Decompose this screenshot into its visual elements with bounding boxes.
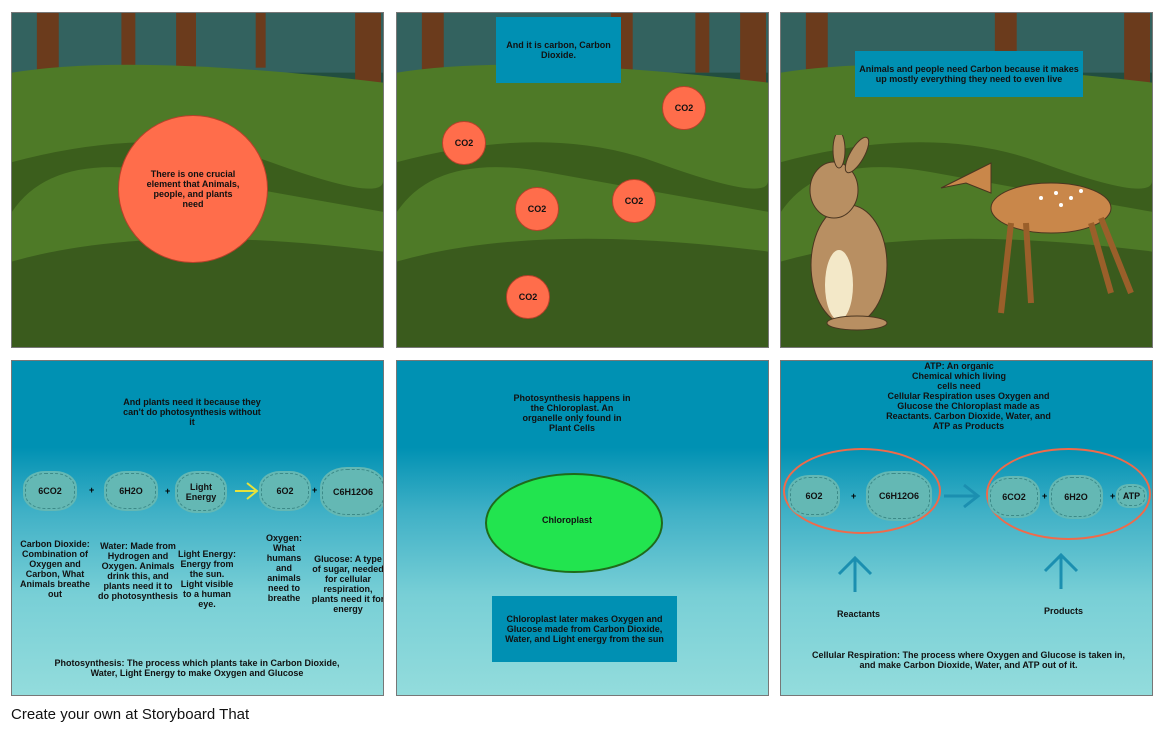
co2-molecule: CO2: [506, 275, 550, 319]
cellular-respiration-definition: Cellular Respiration: The process where …: [811, 650, 1126, 670]
molecule-label: 6O2: [276, 486, 294, 496]
co2-label: CO2: [624, 196, 644, 206]
co2-molecule: CO2: [612, 179, 656, 223]
note-text: Chloroplast later makes Oxygen and Gluco…: [505, 614, 664, 644]
plus-sign: +: [89, 485, 95, 495]
forest-background: [12, 13, 383, 347]
deer-illustration: [940, 162, 1134, 314]
co2-molecule: CO2: [662, 86, 706, 130]
molecule-glucose: C6H12O6: [868, 473, 930, 519]
panel-3: Animals and people need Carbon because i…: [780, 12, 1153, 348]
panel-6: Cellular Respiration uses Oxygen and Glu…: [780, 360, 1153, 696]
plus-sign: +: [1110, 491, 1116, 501]
molecule-label: C6H12O6: [878, 491, 920, 501]
caption-text: And plants need it because they can't do…: [123, 397, 261, 427]
intro-text: There is one crucial element that Animal…: [146, 169, 240, 209]
molecule-label: 6CO2: [1002, 492, 1026, 502]
molecule-light-energy: Light Energy: [177, 473, 225, 511]
caption-text: Animals and people need Carbon because i…: [859, 64, 1079, 84]
atp-note: ATP: An organic Chemical which living ce…: [911, 361, 1007, 391]
chloroplast-shape: Chloroplast: [485, 473, 663, 573]
note-box: Chloroplast later makes Oxygen and Gluco…: [492, 596, 677, 662]
molecule-label: ATP: [1122, 491, 1141, 501]
plus-sign: +: [1042, 491, 1048, 501]
storyboard-that-link[interactable]: Create your own at Storyboard That: [11, 706, 250, 723]
molecule-co2: 6CO2: [990, 478, 1038, 516]
plus-sign: +: [165, 486, 171, 496]
reactants-ring: [783, 448, 941, 534]
molecule-co2: 6CO2: [25, 473, 75, 509]
co2-molecule: CO2: [515, 187, 559, 231]
water-description: Water: Made from Hydrogen and Oxygen. An…: [98, 541, 179, 601]
caption-text: Photosynthesis happens in the Chloroplas…: [513, 393, 631, 433]
caption-text: And it is carbon, Carbon Dioxide.: [506, 40, 611, 60]
molecule-glucose: C6H12O6: [322, 469, 383, 515]
molecule-o2: 6O2: [261, 473, 309, 509]
panel-1: There is one crucial element that Animal…: [11, 12, 384, 348]
oxygen-description: Oxygen: What humans and animals need to …: [265, 533, 302, 603]
arrow-up-icon: [837, 555, 873, 592]
products-label: Products: [1043, 606, 1083, 616]
plus-sign: +: [851, 491, 857, 501]
molecule-label: 6H2O: [1064, 492, 1088, 502]
molecule-label: 6O2: [805, 491, 823, 501]
caption-box: And it is carbon, Carbon Dioxide.: [496, 17, 621, 83]
reactants-label: Reactants: [836, 609, 881, 619]
light-energy-description: Light Energy: Energy from the sun. Light…: [178, 549, 236, 609]
molecule-o2: 6O2: [790, 477, 838, 515]
co2-label: CO2: [518, 292, 538, 302]
crucial-element-circle: There is one crucial element that Animal…: [118, 115, 268, 263]
molecule-label: Light Energy: [185, 482, 217, 502]
chloroplast-label: Chloroplast: [541, 515, 592, 525]
arrow-up-icon: [1043, 552, 1079, 589]
panel-4: And plants need it because they can't do…: [11, 360, 384, 696]
photosynthesis-definition: Photosynthesis: The process which plants…: [54, 658, 340, 678]
panel-2: And it is carbon, Carbon Dioxide. CO2 CO…: [396, 12, 769, 348]
co2-label: CO2: [527, 204, 547, 214]
molecule-atp: ATP: [1118, 486, 1145, 506]
rabbit-illustration: [809, 135, 888, 331]
products-ring: [986, 448, 1151, 540]
molecule-label: C6H12O6: [332, 487, 374, 497]
co2-label: CO2: [454, 138, 474, 148]
caption-text: Cellular Respiration uses Oxygen and Glu…: [886, 391, 1051, 431]
co2-molecule: CO2: [442, 121, 486, 165]
molecule-label: 6H2O: [119, 486, 143, 496]
co2-label: CO2: [674, 103, 694, 113]
molecule-h2o: 6H2O: [106, 473, 156, 509]
plus-sign: +: [312, 485, 318, 495]
molecule-h2o: 6H2O: [1051, 477, 1101, 517]
arrow-right-icon: [235, 482, 259, 500]
glucose-description: Glucose: A type of sugar, needed for cel…: [311, 554, 384, 614]
panel-5: Photosynthesis happens in the Chloroplas…: [396, 360, 769, 696]
co2-description: Carbon Dioxide: Combination of Oxygen an…: [19, 539, 91, 599]
molecule-label: 6CO2: [38, 486, 62, 496]
arrow-right-icon: [944, 483, 981, 509]
caption-box: Animals and people need Carbon because i…: [855, 51, 1083, 97]
